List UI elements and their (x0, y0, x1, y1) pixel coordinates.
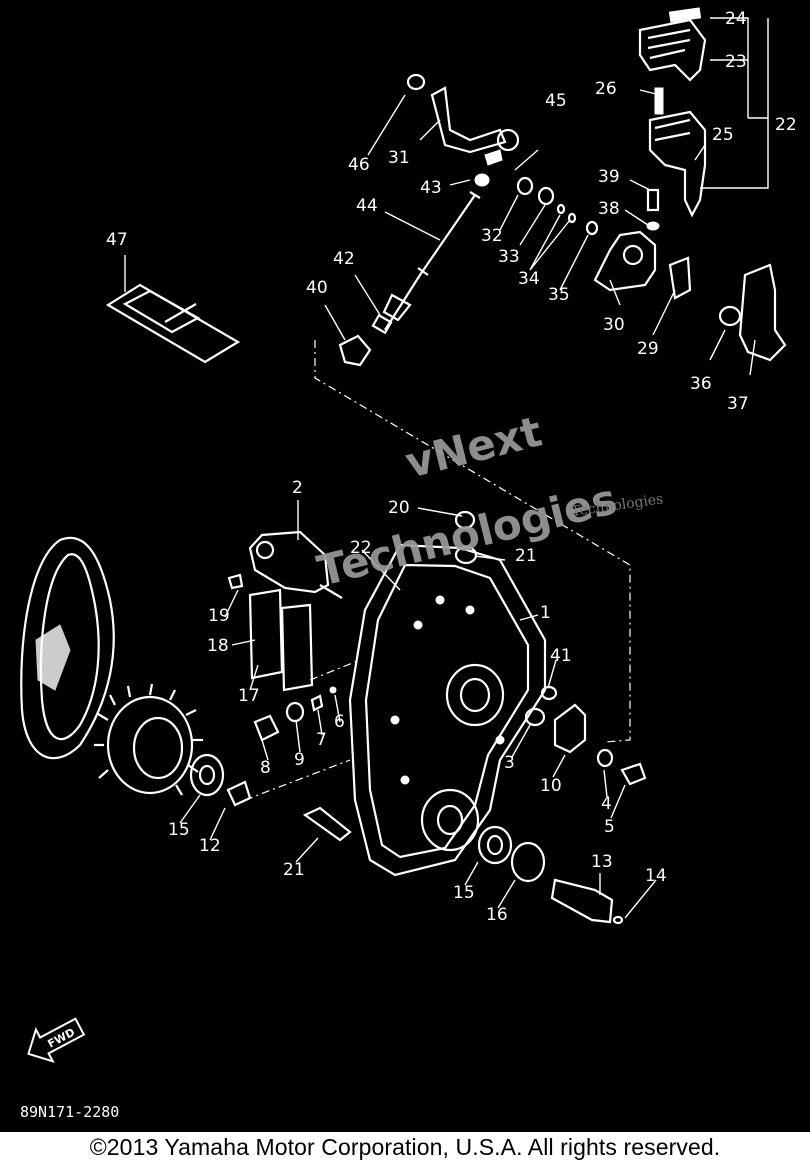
watermark-line2: Technologies (313, 474, 622, 596)
callout-22: 22 (350, 538, 372, 558)
callout-12: 12 (199, 836, 221, 856)
leader-lines (124, 17, 769, 919)
part-washers-32-35 (516, 176, 599, 236)
callout-33: 33 (498, 247, 520, 267)
callout-35: 35 (548, 285, 570, 305)
part-bracket-30 (593, 188, 692, 300)
callout-1: 1 (540, 603, 551, 623)
callout-23: 21 (283, 860, 305, 880)
callout-43: 43 (420, 178, 442, 198)
callout-8: 8 (260, 758, 271, 778)
callout-34: 34 (518, 269, 540, 289)
fwd-arrow-icon: FWD (27, 1017, 86, 1063)
drawing-code: 89N171-2280 (20, 1103, 119, 1121)
callout-37: 37 (727, 394, 749, 414)
callout-3: 3 (504, 753, 515, 773)
guide-line-left (244, 759, 351, 801)
exploded-parts-diagram: 24 23 22 26 25 39 38 45 46 31 43 44 32 3… (0, 0, 810, 1132)
callout-7: 7 (316, 730, 327, 750)
watermark: vNext Technologies Technologies (313, 407, 665, 596)
callout-31: 31 (388, 148, 410, 168)
callout-15-left: 15 (168, 820, 190, 840)
part-rod-44 (338, 173, 490, 367)
part-shaft-bearings (477, 825, 624, 925)
callout-5: 5 (604, 817, 615, 837)
callout-47: 47 (106, 230, 128, 250)
callout-26: 24 (725, 9, 747, 29)
part-sprocket (94, 683, 252, 807)
part-lever-31 (406, 73, 520, 166)
callout-14: 14 (645, 866, 667, 886)
callout-2: 2 (292, 478, 303, 498)
callout-29: 29 (637, 339, 659, 359)
callout-17: 17 (238, 686, 260, 706)
callout-28: 26 (595, 79, 617, 99)
diagram-svg: 24 23 22 26 25 39 38 45 46 31 43 44 32 3… (20, 7, 797, 1121)
callout-46: 46 (348, 155, 370, 175)
callout-20: 20 (388, 498, 410, 518)
callout-40: 40 (306, 278, 328, 298)
part-governor-2 (248, 530, 343, 692)
footer: ©2013 Yamaha Motor Corporation, U.S.A. A… (0, 1132, 810, 1162)
callout-labels: 24 23 22 26 25 39 38 45 46 31 43 44 32 3… (106, 9, 797, 925)
callout-42: 42 (333, 249, 355, 269)
callout-9: 9 (294, 750, 305, 770)
callout-16: 16 (486, 905, 508, 925)
copyright-notice: ©2013 Yamaha Motor Corporation, U.S.A. A… (89, 1134, 721, 1160)
callout-32: 32 (481, 226, 503, 246)
part-main-case-1 (348, 510, 547, 877)
callout-4: 4 (601, 794, 612, 814)
watermark-line1: vNext (401, 407, 547, 488)
callout-36: 36 (690, 374, 712, 394)
callout-10: 10 (540, 776, 562, 796)
callout-27: 25 (712, 125, 734, 145)
callout-18: 18 (207, 636, 229, 656)
part-grip-assembly (638, 7, 707, 218)
callout-38: 38 (598, 199, 620, 219)
callout-41: 41 (550, 646, 572, 666)
callout-15-right: 15 (453, 883, 475, 903)
callout-45: 45 (545, 91, 567, 111)
callout-6: 6 (334, 712, 345, 732)
guide-line-main (314, 340, 631, 743)
callout-19: 19 (208, 606, 230, 626)
callout-21: 21 (515, 546, 537, 566)
callout-13: 13 (591, 852, 613, 872)
part-decal-47 (105, 283, 241, 364)
guide-line-small (309, 659, 361, 681)
part-small-fasteners (227, 573, 647, 842)
callout-30: 30 (603, 315, 625, 335)
callout-24: 22 (775, 115, 797, 135)
part-housing-37 (718, 263, 787, 362)
callout-25: 23 (725, 52, 747, 72)
callout-39: 39 (598, 167, 620, 187)
callout-44: 44 (356, 196, 378, 216)
part-drive-belt (20, 536, 115, 760)
